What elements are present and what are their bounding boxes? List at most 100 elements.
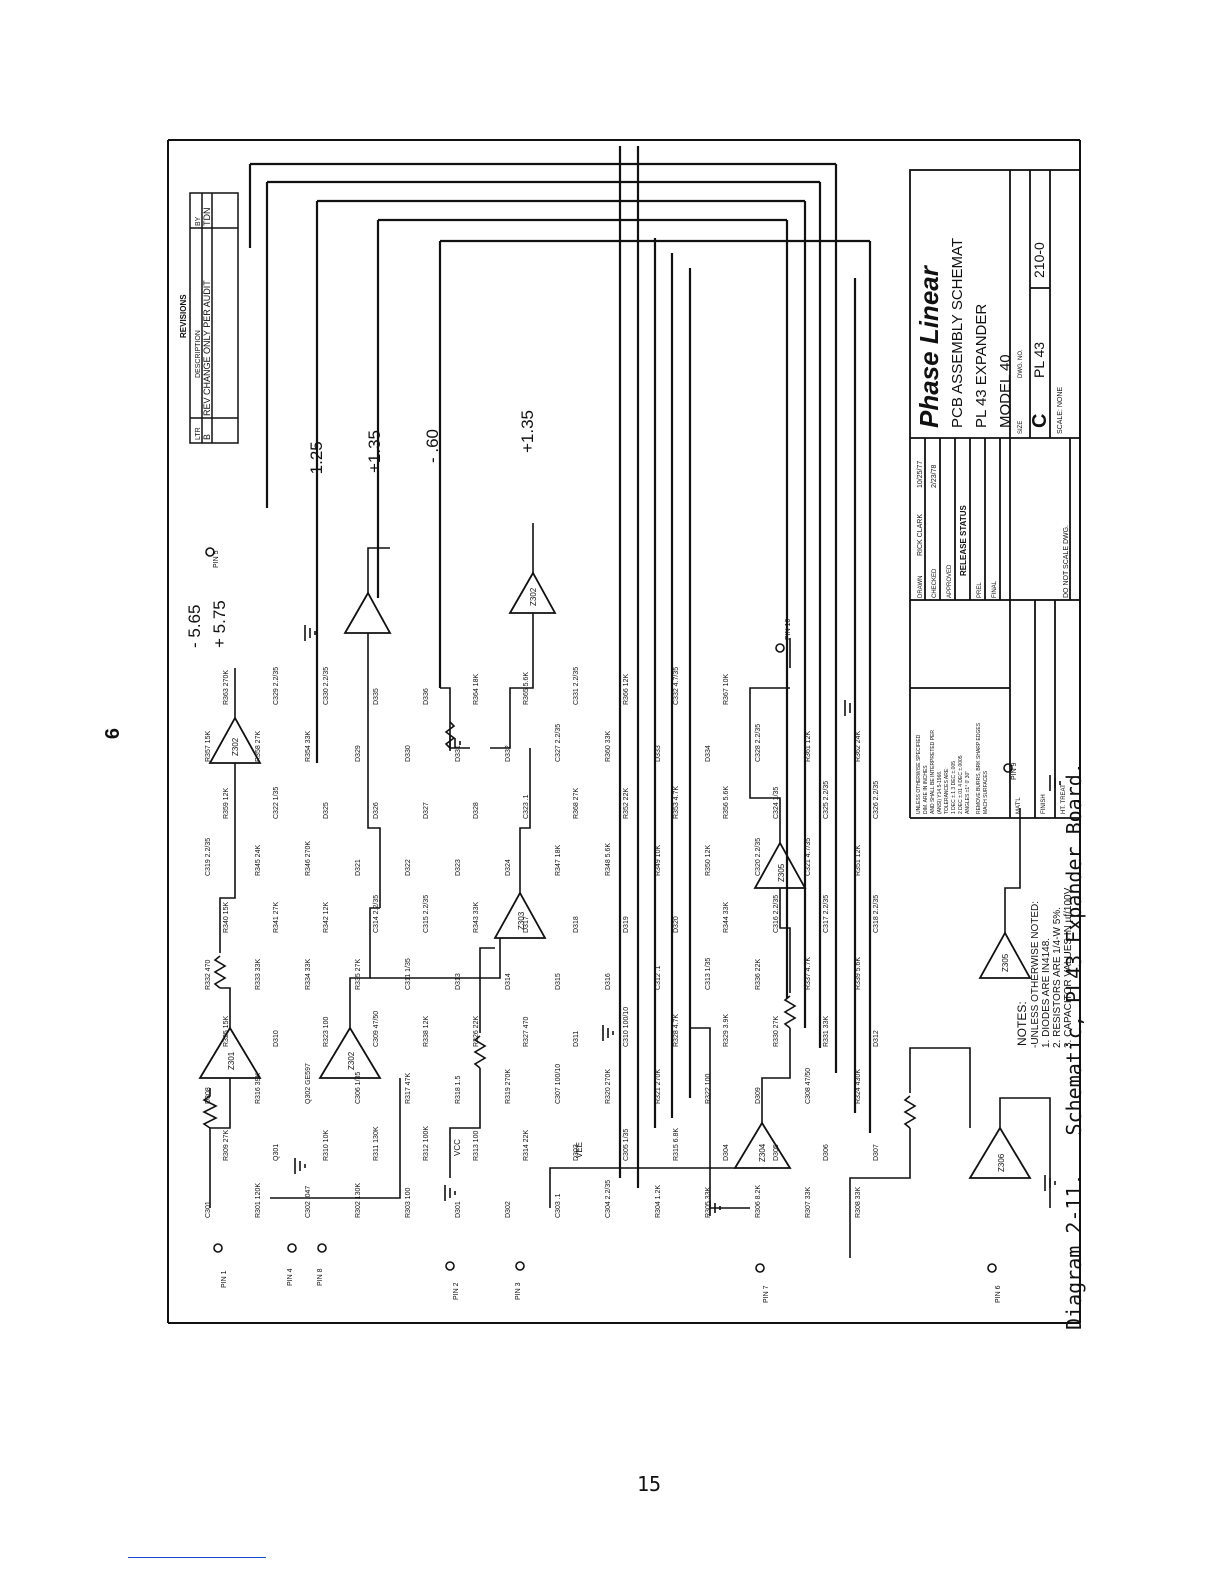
checked-label: CHECKED [932,568,938,598]
component-designator: R339 5.6K [855,957,862,990]
pin-label: PIN 7 [763,1285,770,1303]
component-designator: R301 120K [255,1183,262,1218]
component-designator: C325 2.2/35 [823,781,830,819]
title-block-text: Phase Linear PCB ASSEMBLY SCHEMAT PL 43 … [914,238,1070,814]
component-designator: R321 270K [655,1069,662,1104]
tolerance-line: TOLERANCES ARE: [944,767,950,814]
component-designator: R361 12K [805,731,812,762]
component-designator: D309 [755,1087,762,1104]
component-designator: R358 27K [255,731,262,762]
component-designator: R323 100 [323,1017,330,1047]
dwg-no-value: PL 43 [1031,342,1047,378]
component-designator: D311 [573,1031,580,1047]
component-designator: C310 100/10 [623,1007,630,1047]
component-designator: C307 100/10 [555,1064,562,1104]
component-designator: D313 [455,973,462,990]
prel-label: PREL [977,582,983,598]
component-designator: D333 [655,745,662,762]
component-designator: R336 22K [755,959,762,990]
op-amps [198,571,1032,1179]
component-designator: D314 [505,973,512,990]
component-designator: C323 .1 [523,794,530,819]
component-designator: R349 10K [655,845,662,876]
component-designator: R327 470 [523,1017,530,1047]
component-designator: D322 [405,859,412,876]
component-designator: R343 33K [473,902,480,933]
ic-label: Z305 [777,863,786,882]
component-designator: R353 4.7K [673,786,680,819]
component-designator: C330 2.2/35 [323,667,330,705]
component-designator: C320 2.2/35 [755,838,762,876]
matl-label: MAT'L [1016,797,1022,814]
pin-label: PIN 6 [995,1285,1002,1303]
component-designator: D324 [505,859,512,876]
component-designator: D301 [455,1201,462,1218]
component-designator: C315 2.2/35 [423,895,430,933]
component-designator: D317 [523,916,530,933]
supply-labels: VCC VEE [453,1139,584,1158]
component-designator: R316 39K [255,1073,262,1104]
component-designator: C303 .1 [555,1193,562,1218]
component-designator: R305 33K [705,1187,712,1218]
title-line: MODEL 40 [997,354,1014,428]
component-designator: C302 .047 [305,1186,312,1218]
component-designator: R302 130K [355,1183,362,1218]
component-designator: R308 33K [855,1187,862,1218]
component-designator: R342 12K [323,902,330,933]
revision-description: REV CHANGE ONLY PER AUDIT [202,280,212,416]
component-designator: R324 430K [855,1069,862,1104]
component-designator: R310 10K [323,1130,330,1161]
ic-label: Z301 [227,1051,236,1070]
revisions-by-label: BY [195,216,202,226]
component-designator: D331 [455,745,462,762]
component-designator: R311 130K [373,1126,380,1161]
component-designator: C313 1/35 [705,958,712,990]
brand-logo: Phase Linear [914,264,944,428]
component-designator: D319 [623,916,630,933]
component-designator: R352 22K [623,788,630,819]
voltage-label: +1.35 [365,430,384,473]
tolerance-line: DIM. ARE IN INCHES [923,765,929,814]
component-designator: R303 100 [405,1188,412,1218]
component-designator: R326 22K [473,1016,480,1047]
notes-line: 2. RESISTORS ARE 1/4-W 5%. [1052,907,1063,1048]
voltage-label: - 5.65 [185,605,204,648]
bus-wires [248,146,872,1188]
component-designator: D318 [573,916,580,933]
component-designator: D303 [573,1144,580,1161]
tolerance-line: 2 DEC ±.01 4 DEC ±.0005 [958,755,964,814]
component-designator: D305 [773,1144,780,1161]
tolerance-line: REMOVE BURRS, BRK SHARP EDGES [976,722,982,814]
component-designator: R354 33K [305,731,312,762]
component-designator: D329 [355,745,362,762]
component-designator: C326 2.2/35 [873,781,880,819]
component-designator: Q302 GE597 [305,1063,312,1104]
caption-text: Schematic, PL43 Expander Board. [1062,762,1086,1136]
component-designator: D304 [723,1144,730,1161]
component-designator: R331 33K [823,1016,830,1047]
component-designator: D326 [373,802,380,819]
component-designator: R320 270K [605,1069,612,1104]
component-designator: C306 1/35 [355,1072,362,1104]
drawn-by: RICK CLARK [917,514,924,556]
component-designator: R307 33K [805,1187,812,1218]
revision-ltr: B [202,434,212,440]
component-designator: C314 2.2/35 [373,895,380,933]
ic-label: Z303 [517,911,526,930]
component-designator: C317 2.2/35 [823,895,830,933]
drawn-date: 10/25/77 [917,461,924,488]
component-designator: R313 100 [473,1131,480,1161]
component-designator: C305 1/35 [623,1129,630,1161]
component-designator: R334 33K [305,959,312,990]
component-designator: D302 [505,1201,512,1218]
vcc-label: VCC [453,1139,462,1156]
revisions-header: REVISIONS [179,294,188,338]
component-designator: C322 1/35 [273,787,280,819]
component-designator: C312 .1 [655,965,662,990]
dwg-no-label: DWG. NO. [1018,349,1024,378]
component-designator: R329 3.9K [723,1014,730,1047]
component-designator: R314 22K [523,1130,530,1161]
component-designator: D334 [705,745,712,762]
component-designator: C316 2.2/35 [773,895,780,933]
